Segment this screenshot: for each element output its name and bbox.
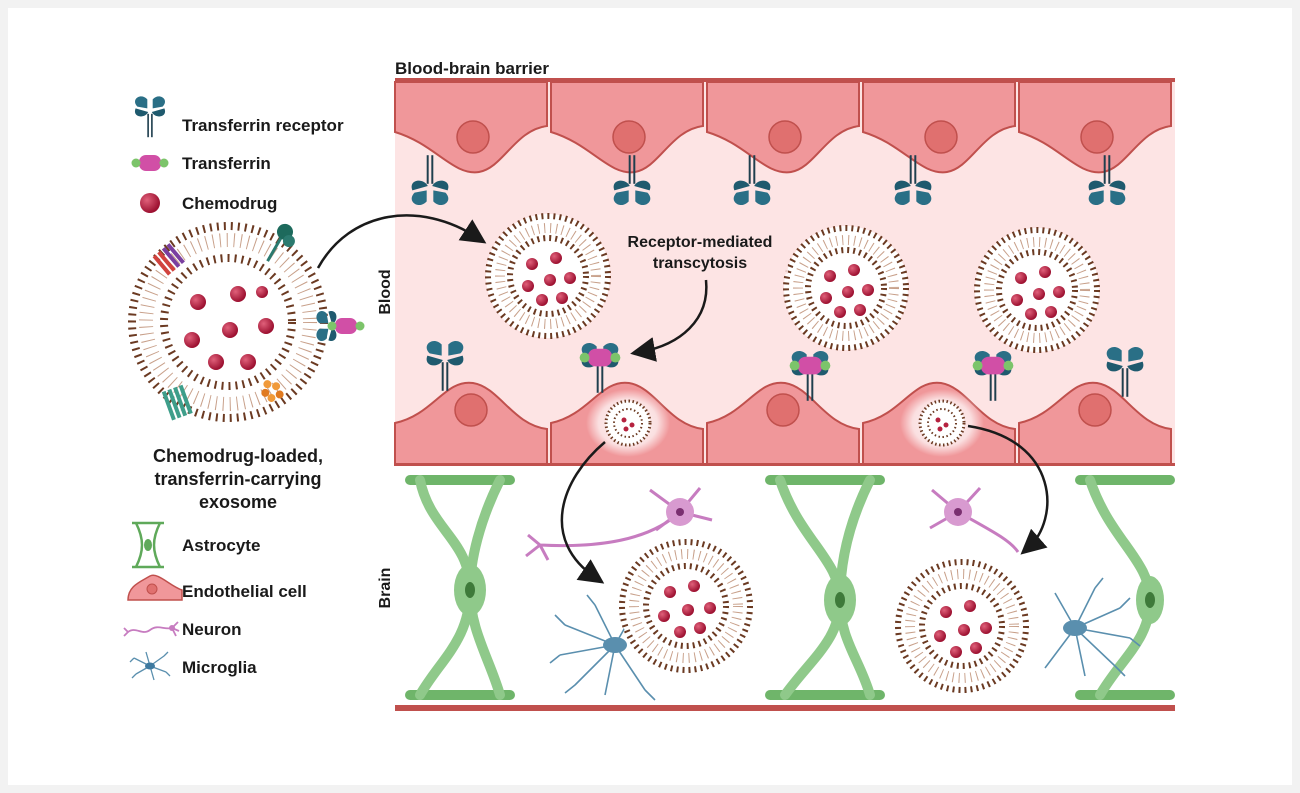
- chemodrug-icon: [140, 193, 160, 213]
- neuron-1: [525, 487, 713, 561]
- arrow-to-blood: [316, 214, 487, 269]
- astrocyte-3: [1075, 475, 1175, 700]
- legend: Transferrin receptor Transferrin Chemodr…: [123, 96, 344, 681]
- transcytosis-vesicle-1: [586, 389, 670, 457]
- transferrin-receptor-icon: [134, 96, 166, 138]
- transferrin-icon: [131, 155, 169, 171]
- annotation-line2: transcytosis: [653, 255, 747, 272]
- astrocyte-2: [765, 475, 885, 700]
- neuron-icon: [123, 621, 180, 637]
- exosome-caption-line2: transferrin-carrying: [154, 469, 321, 489]
- legend-transferrin-receptor: Transferrin receptor: [182, 116, 344, 135]
- astrocyte-icon: [132, 521, 164, 569]
- blood-exosome-2: [783, 225, 909, 351]
- legend-chemodrug: Chemodrug: [182, 194, 277, 213]
- legend-transferrin: Transferrin: [182, 154, 271, 173]
- top-endothelial-layer: [394, 81, 1172, 174]
- arrow-to-brain-2: [967, 424, 1049, 555]
- legend-neuron: Neuron: [182, 620, 242, 639]
- arrow-to-brain-1: [560, 441, 606, 584]
- transcytosis-vesicle-2: [900, 389, 984, 457]
- brain-boundary: [395, 705, 1175, 711]
- brain-exosome-1: [619, 539, 753, 673]
- legend-microglia: Microglia: [182, 658, 257, 677]
- blood-exosome-3: [974, 227, 1100, 353]
- endothelial-cell-icon: [127, 574, 183, 601]
- exosome-caption-line1: Chemodrug-loaded,: [153, 446, 323, 466]
- legend-astrocyte: Astrocyte: [182, 536, 260, 555]
- flow-arrows: [316, 214, 1049, 584]
- legend-exosome: [128, 222, 365, 422]
- blood-exosome-1: [485, 213, 611, 339]
- chemodrug-cluster: [184, 286, 274, 370]
- panel-title: Blood-brain barrier: [395, 59, 549, 78]
- brain-exosome-2: [895, 559, 1029, 693]
- brain-label: Brain: [377, 568, 394, 609]
- blood-label: Blood: [377, 269, 394, 314]
- exosome-caption-line3: exosome: [199, 492, 277, 512]
- arrow-to-receptor: [630, 279, 708, 362]
- annotation-line1: Receptor-mediated: [628, 234, 773, 251]
- legend-endothelial-cell: Endothelial cell: [182, 582, 307, 601]
- astrocyte-1: [405, 475, 515, 700]
- microglia-2: [1044, 577, 1141, 677]
- microglia-icon: [129, 651, 171, 681]
- neuron-2: [929, 486, 1020, 553]
